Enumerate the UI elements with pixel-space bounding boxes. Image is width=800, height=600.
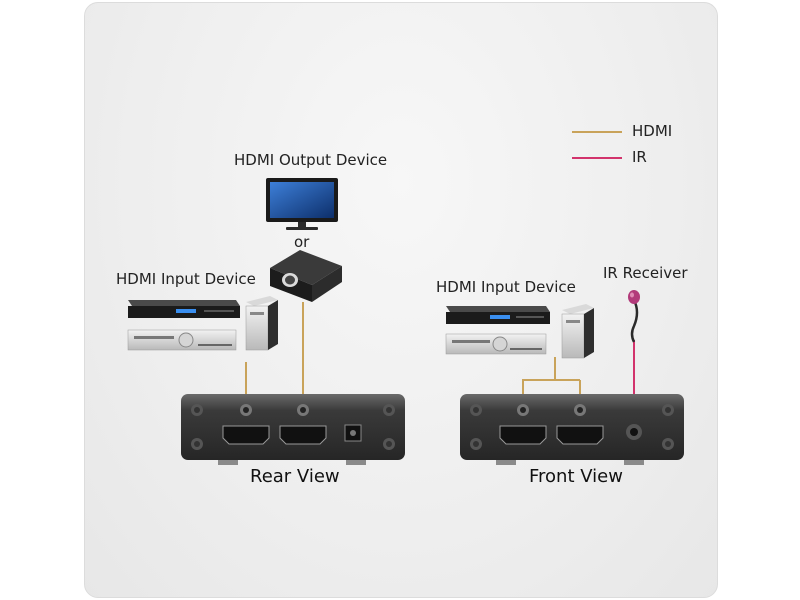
rear-output-device-label: HDMI Output Device (234, 151, 388, 169)
legend-hdmi-label: HDMI (632, 122, 673, 140)
rear-input-device-label: HDMI Input Device (116, 270, 256, 288)
rear-view-title: Rear View (250, 466, 340, 487)
projector-icon (270, 250, 342, 302)
rear-pc-tower-icon (245, 296, 278, 351)
front-av-receiver-icon (445, 333, 547, 355)
front-view-title: Front View (529, 466, 623, 487)
front-input-device-label: HDMI Input Device (436, 278, 576, 296)
rear-dvd-player-icon (128, 300, 240, 318)
ir-receiver-icon (628, 290, 640, 343)
front-ir-receiver-label: IR Receiver (603, 264, 688, 282)
legend-ir-line (572, 157, 622, 159)
front-dvd-player-icon (446, 306, 550, 324)
rear-or-label: or (294, 233, 310, 251)
rear-av-receiver-icon (127, 329, 237, 351)
front-switch-box (460, 394, 684, 465)
legend-hdmi-line (572, 131, 622, 133)
rear-switch-box (181, 394, 405, 465)
monitor-icon (266, 178, 338, 230)
legend-ir-label: IR (632, 148, 647, 166)
front-pc-tower-icon (561, 304, 594, 359)
